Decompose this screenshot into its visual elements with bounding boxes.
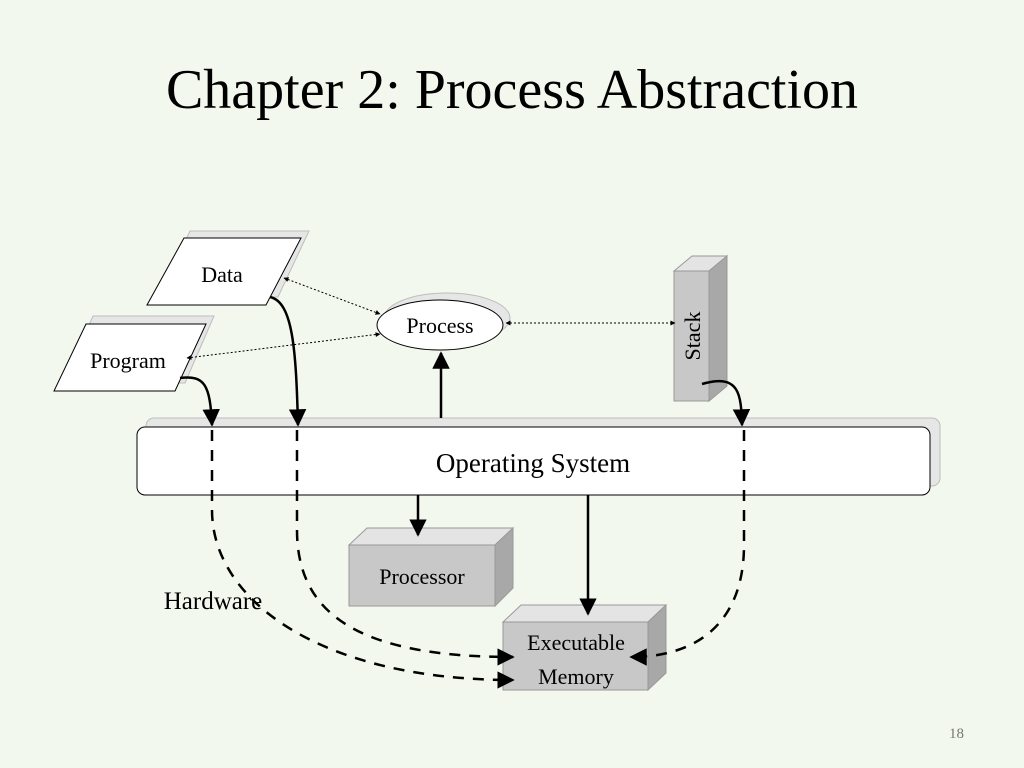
slide-title: Chapter 2: Process Abstraction <box>165 59 859 121</box>
program-os-arrow <box>179 376 220 427</box>
stack-node: Stack <box>672 254 729 403</box>
processor-node: Processor <box>347 526 515 608</box>
stack-os-arrow <box>701 379 751 427</box>
executable-memory-label-line1: Executable <box>527 630 625 655</box>
data-memory-dashed-arrow <box>295 430 515 666</box>
page-number: 18 <box>949 726 964 742</box>
operating-system-label: Operating System <box>436 448 630 478</box>
executable-memory-node: Executable Memory <box>501 603 668 692</box>
stack-label: Stack <box>680 312 705 361</box>
data-process-dotted-arrow <box>283 277 381 315</box>
executable-memory-label-line2: Memory <box>538 664 614 689</box>
data-os-arrow <box>269 295 307 427</box>
data-label: Data <box>201 262 243 287</box>
process-node: Process <box>376 292 511 351</box>
process-label: Process <box>406 313 473 338</box>
program-label: Program <box>90 348 166 373</box>
operating-system-node: Operating System <box>136 417 941 496</box>
data-node: Data <box>146 230 310 306</box>
hardware-label: Hardware <box>164 588 263 615</box>
program-memory-dashed-arrow <box>210 430 515 689</box>
program-node: Program <box>53 315 215 392</box>
stack-memory-dashed-arrow <box>629 430 746 666</box>
program-process-dotted-arrow <box>186 332 381 360</box>
processor-label: Processor <box>379 564 465 589</box>
